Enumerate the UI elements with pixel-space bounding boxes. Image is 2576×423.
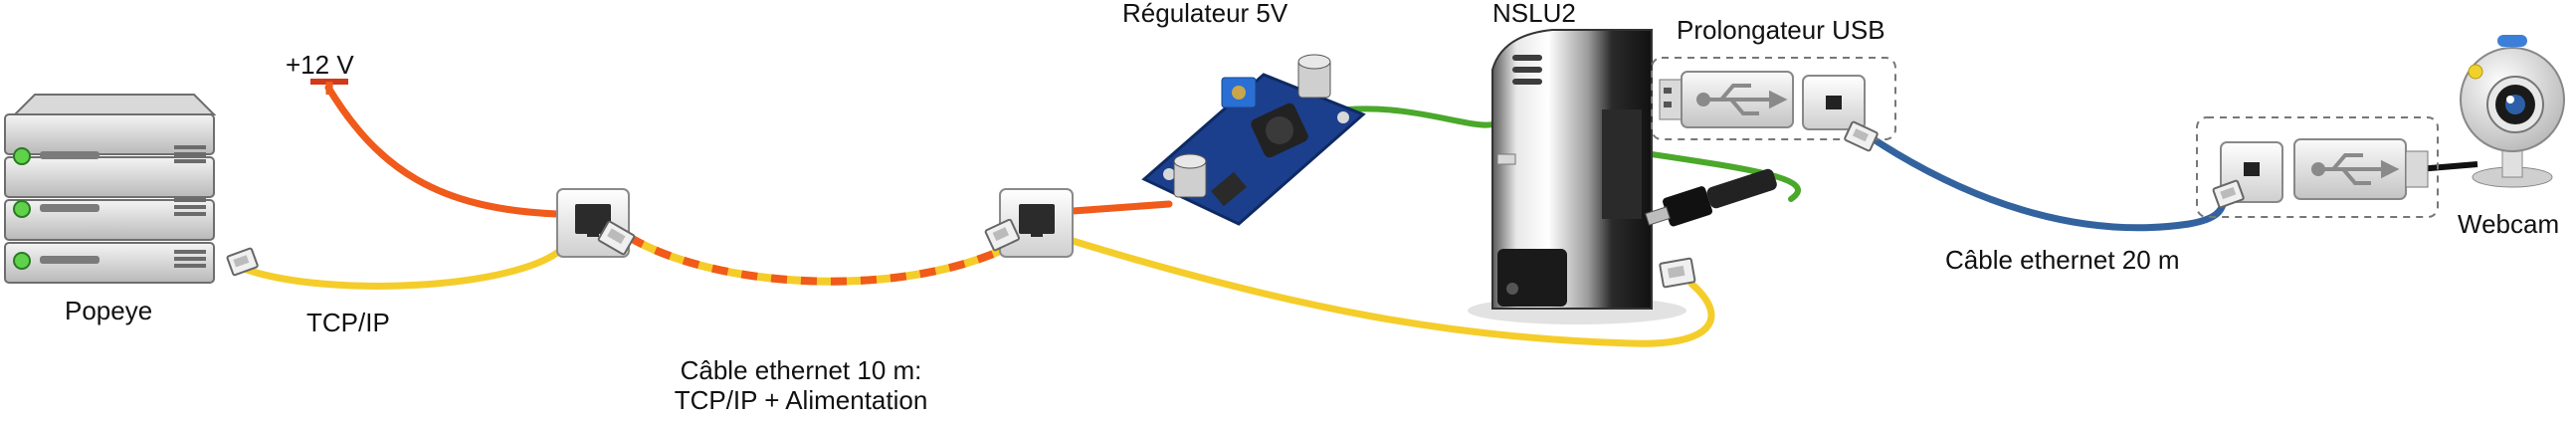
label-regulator: Régulateur 5V: [1122, 0, 1288, 28]
power-terminal: [310, 79, 348, 95]
label-cable-10m: Câble ethernet 10 m: TCP/IP + Alimentati…: [627, 355, 975, 415]
tcpip-cable-to-nslu2: [1069, 237, 1715, 347]
label-cable-20m: Câble ethernet 20 m: [1945, 245, 2180, 275]
usb-extender-near: [1651, 57, 1896, 140]
nslu2-vent-grille: [1602, 109, 1642, 219]
power-cable-12v: [324, 84, 561, 218]
label-webcam: Webcam: [2458, 209, 2560, 239]
label-cable-10m-line1: Câble ethernet 10 m:: [680, 355, 922, 385]
label-power: +12 V: [286, 50, 354, 80]
tcpip-cable-popeye: [240, 245, 566, 290]
rj45-plug-popeye: [226, 247, 259, 277]
label-tcpip: TCP/IP: [306, 308, 390, 337]
regulator-inductor: [1251, 103, 1308, 158]
server-leds: [13, 147, 31, 270]
power-cable-to-regulator: [1069, 200, 1173, 215]
ethernet-10m-cable-dashes: [626, 233, 1007, 286]
ethernet-20m-cable: [1867, 133, 2233, 232]
label-cable-10m-line2: TCP/IP + Alimentation: [674, 385, 928, 415]
rj45-plug-splitter-1: [597, 220, 636, 256]
usb-icon: [1696, 84, 1788, 115]
rj45-plug-nslu2: [1659, 257, 1696, 289]
regulator-potentiometer: [1221, 77, 1257, 108]
rj45-plug-splitter-2: [984, 218, 1021, 252]
label-usb-extender: Prolongateur USB: [1677, 15, 1885, 45]
green-cable-regulator-nslu2: [1345, 106, 1495, 128]
regulator-capacitors: [1173, 54, 1331, 198]
regulator-board: [1141, 54, 1366, 226]
nslu2-device: [1468, 29, 1686, 324]
webcam-device: [2460, 35, 2565, 188]
label-popeye: Popeye: [65, 296, 153, 325]
rj45-plug-usb-extender-near: [1844, 120, 1879, 152]
label-nslu2: NSLU2: [1492, 0, 1576, 28]
nslu2-leds: [1512, 55, 1542, 85]
dc-power-plug: [1645, 168, 1777, 227]
popeye-server: [4, 94, 217, 284]
cables: [240, 84, 2478, 347]
rj45-plug-usb-extender-far: [2212, 179, 2245, 209]
usb-extender-far: [2196, 116, 2439, 218]
usb-icon-far: [2311, 153, 2400, 185]
